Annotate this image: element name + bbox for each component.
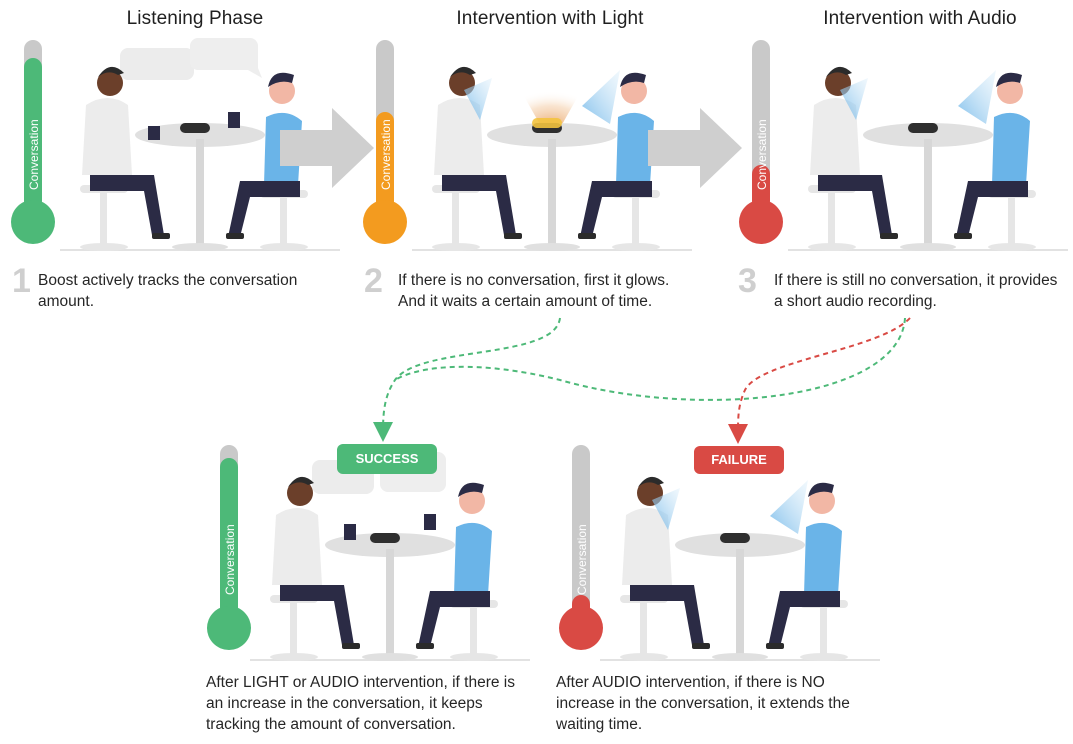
phone-beam <box>582 70 620 124</box>
thermometer-1: Conversation <box>11 40 55 244</box>
thermometer-2: Conversation <box>363 40 407 244</box>
step-number-2: 2 <box>364 262 383 300</box>
phase-title-light: Intervention with Light <box>456 8 644 29</box>
speech-bubble-right <box>190 38 262 78</box>
phone-beam <box>770 480 808 534</box>
failure-description: After AUDIO intervention, if there is NO… <box>556 674 850 733</box>
connector-success <box>373 317 561 442</box>
cup-icon <box>228 112 240 128</box>
phase-title-audio: Intervention with Audio <box>823 8 1017 29</box>
scene-failure <box>599 475 881 662</box>
thermometer-1-label: Conversation <box>27 119 41 190</box>
step-3-text: If there is still no conversation, it pr… <box>774 272 1058 310</box>
phone-beam <box>840 78 868 120</box>
scene-success <box>249 475 531 662</box>
phone-beam <box>464 78 492 120</box>
thermometer-failure: Conversation <box>559 445 603 650</box>
thermometer-success: Conversation <box>207 445 251 650</box>
arrow-right-icon <box>648 108 742 188</box>
arrow-right-icon <box>280 108 374 188</box>
phone-beam <box>652 488 680 530</box>
connector-failure <box>728 317 911 444</box>
phone-beam <box>958 70 996 124</box>
step-number-1: 1 <box>12 262 31 300</box>
cup-icon <box>424 514 436 530</box>
thermometer-failure-label: Conversation <box>575 524 589 595</box>
success-description: After LIGHT or AUDIO intervention, if th… <box>206 674 515 733</box>
speech-bubble-left <box>120 48 194 80</box>
cup-icon <box>344 524 356 540</box>
thermometer-3-label: Conversation <box>755 119 769 190</box>
thermometer-success-label: Conversation <box>223 524 237 595</box>
cup-icon <box>148 126 160 140</box>
glowing-device-icon <box>532 118 562 128</box>
thermometer-2-label: Conversation <box>379 119 393 190</box>
thermometer-3: Conversation <box>739 40 783 244</box>
step-number-3: 3 <box>738 262 757 300</box>
connector-success-from-audio <box>394 317 906 401</box>
success-badge: SUCCESS <box>337 444 437 474</box>
failure-badge: FAILURE <box>694 446 784 474</box>
light-glow <box>512 75 590 128</box>
scene-audio <box>787 65 1069 252</box>
phase-title-listening: Listening Phase <box>126 8 264 29</box>
step-2-text: If there is no conversation, first it gl… <box>398 272 670 310</box>
